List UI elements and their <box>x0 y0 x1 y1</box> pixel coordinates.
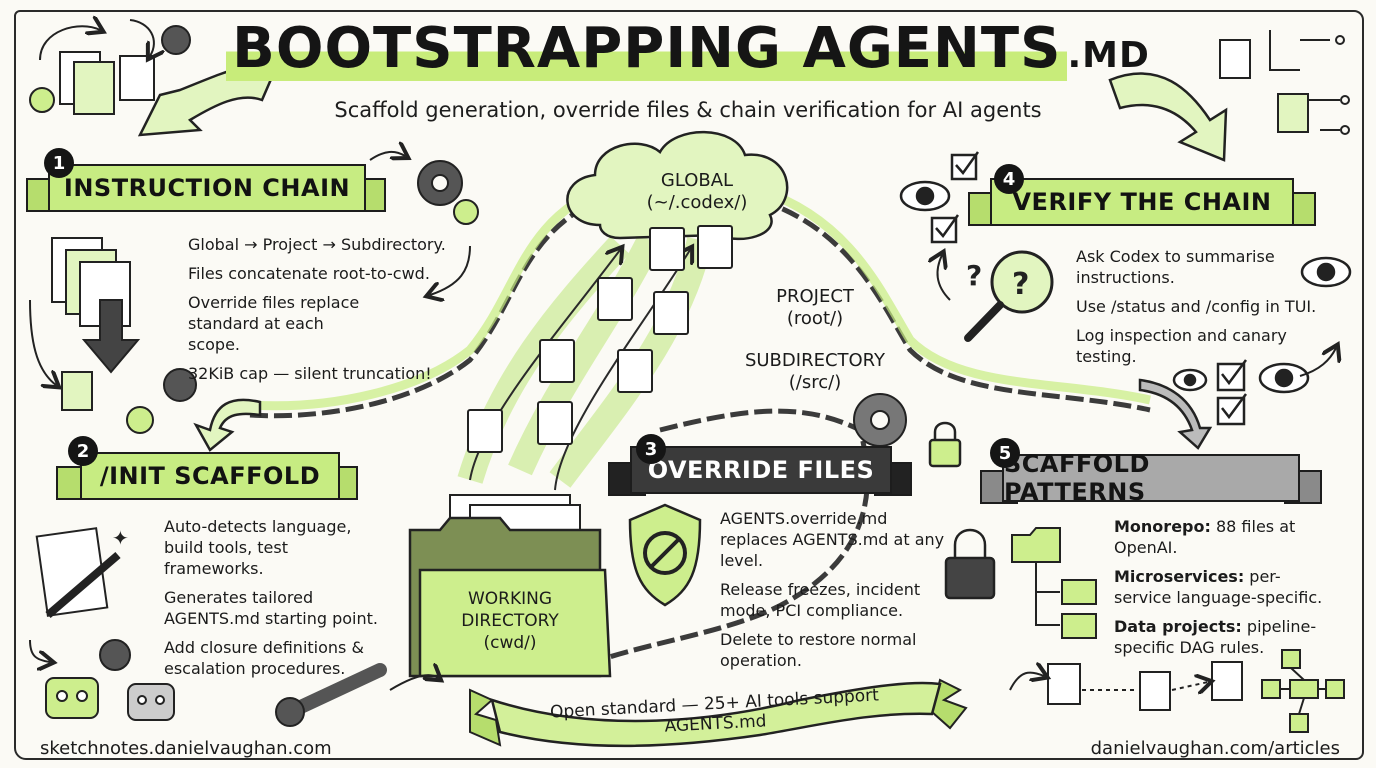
item-label: Microservices: <box>1114 567 1245 586</box>
section-2-line: Add closure definitions & escalation pro… <box>164 638 364 678</box>
flow-stream <box>457 234 713 488</box>
section-2-line: Auto-detects language, build tools, test… <box>164 517 352 578</box>
section-4-number: 4 <box>994 164 1024 194</box>
item-text: per-service language-specific. <box>1114 567 1323 607</box>
section-1-line: Global → Project → Subdirectory. <box>188 235 446 254</box>
subdirectory-label: SUBDIRECTORY (/src/) <box>740 350 890 394</box>
section-5-banner: SCAFFOLD PATTERNS <box>1002 450 1300 506</box>
section-1-banner: INSTRUCTION CHAIN <box>48 164 366 212</box>
section-3-line: AGENTS.override.md replaces AGENTS.md at… <box>720 509 945 570</box>
wrench-icon <box>275 663 387 727</box>
project-title: PROJECT <box>776 286 854 307</box>
working-title: WORKING <box>467 589 553 609</box>
section-2-banner: /INIT SCAFFOLD <box>80 452 340 500</box>
document-stack-icon <box>51 237 131 411</box>
section-3-line: Release freezes, incident mode, PCI comp… <box>720 580 921 620</box>
section-1-line: Files concatenate root-to-cwd. <box>188 264 430 283</box>
global-label: GLOBAL (~/.codex/) <box>622 170 772 214</box>
global-title: GLOBAL <box>660 170 734 191</box>
section-5-number: 5 <box>990 438 1020 468</box>
section-1-line: 32KiB cap — silent truncation! <box>188 364 432 383</box>
gear-icon <box>29 25 907 671</box>
section-3-body: AGENTS.override.md replaces AGENTS.md at… <box>720 508 948 679</box>
shield-icon <box>628 503 702 607</box>
page-subtitle: Scaffold generation, override files & ch… <box>334 98 1042 122</box>
project-path: (root/) <box>786 308 844 329</box>
section-1-number: 1 <box>44 148 74 178</box>
section-1-body: Global → Project → Subdirectory. Files c… <box>188 234 468 392</box>
title-suffix: .MD <box>1067 35 1150 76</box>
sweep-arrow-icon <box>137 64 1228 452</box>
section-4-heading: VERIFY THE CHAIN <box>1012 188 1272 216</box>
item-label: Data projects: <box>1114 617 1242 636</box>
section-5-item: Monorepo: 88 files at OpenAI. <box>1114 516 1326 558</box>
title-main: BOOTSTRAPPING AGENTS <box>226 16 1068 81</box>
section-4-line: Use /status and /config in TUI. <box>1076 297 1317 316</box>
section-5-item: Microservices: per-service language-spec… <box>1114 566 1326 608</box>
chain-icon <box>249 192 1151 663</box>
svg-text:?: ? <box>1012 267 1029 302</box>
working-directory-label: WORKING DIRECTORY (cwd/) <box>430 588 590 654</box>
magic-wand-icon: ✦ <box>35 526 129 619</box>
magnifier-question-icon: ? ? <box>964 250 1054 342</box>
eye-icon <box>899 180 1352 394</box>
section-4-banner: VERIFY THE CHAIN <box>990 178 1294 226</box>
robot-icon <box>45 677 175 721</box>
section-1-line: Override files replace standard at each … <box>188 293 360 354</box>
cycle-arrows-icon <box>39 20 154 115</box>
folder-icon <box>408 494 612 678</box>
subdirectory-title: SUBDIRECTORY <box>744 350 886 371</box>
section-3-number: 3 <box>636 434 666 464</box>
item-label: Monorepo: <box>1114 517 1211 536</box>
padlock-icon <box>928 421 996 600</box>
item-text: pipeline-specific DAG rules. <box>1114 617 1317 657</box>
section-3-heading: OVERRIDE FILES <box>647 456 875 484</box>
folder-tree-icon <box>1011 527 1097 639</box>
circuit-icon <box>1219 30 1350 135</box>
section-5-item: Data projects: pipeline-specific DAG rul… <box>1114 616 1326 658</box>
page-title: BOOTSTRAPPING AGENTS.MD <box>0 16 1376 81</box>
section-2-body: Auto-detects language, build tools, test… <box>164 516 382 687</box>
page-border <box>14 10 1364 760</box>
section-3-line: Delete to restore normal operation. <box>720 630 917 670</box>
global-path: (~/.codex/) <box>646 192 748 213</box>
project-label: PROJECT (root/) <box>760 286 870 330</box>
svg-text:?: ? <box>966 259 982 292</box>
section-4-line: Ask Codex to summarise instructions. <box>1076 247 1275 287</box>
subdirectory-path: (/src/) <box>788 372 842 393</box>
section-5-heading: SCAFFOLD PATTERNS <box>1004 450 1150 506</box>
cwd-path: (cwd/) <box>483 633 537 653</box>
footer-left[interactable]: sketchnotes.danielvaughan.com <box>40 738 332 759</box>
bottom-ribbon <box>469 678 968 748</box>
svg-text:✦: ✦ <box>112 526 129 550</box>
section-4-body: Ask Codex to summarise instructions. Use… <box>1076 246 1348 375</box>
document-icon <box>467 225 733 453</box>
item-text: 88 files at OpenAI. <box>1114 517 1296 557</box>
section-2-number: 2 <box>68 436 98 466</box>
section-3-banner: OVERRIDE FILES <box>630 446 892 494</box>
footer-right[interactable]: danielvaughan.com/articles <box>1090 738 1340 759</box>
checkmark-icon <box>930 151 1248 426</box>
section-2-line: Generates tailored AGENTS.md starting po… <box>164 588 378 628</box>
section-4-line: Log inspection and canary testing. <box>1076 326 1287 366</box>
section-1-heading: INSTRUCTION CHAIN <box>63 174 351 202</box>
down-arrow-icon <box>81 299 141 374</box>
section-2-heading: /INIT SCAFFOLD <box>99 462 321 490</box>
directory-title: DIRECTORY <box>461 611 559 631</box>
flowchart-icon <box>1047 649 1345 733</box>
section-5-body: Monorepo: 88 files at OpenAI. Microservi… <box>1114 516 1326 666</box>
